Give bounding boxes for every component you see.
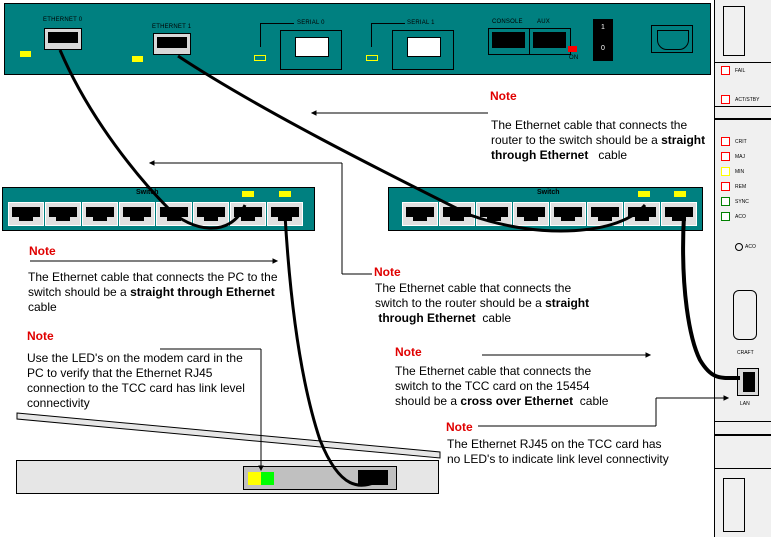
serial0-label: SERIAL 0 <box>297 20 325 26</box>
tcc-led-min <box>721 167 730 176</box>
switch-left-port-4[interactable] <box>119 202 155 226</box>
note-1-title: Note <box>490 89 517 103</box>
switch-left-port-1[interactable] <box>8 202 44 226</box>
switch-right: Switch <box>388 187 703 231</box>
arrow-note2 <box>272 258 279 264</box>
ethernet0-led <box>20 51 31 57</box>
tcc-led-aco <box>721 212 730 221</box>
switch-right-port-7[interactable] <box>624 202 660 226</box>
switch-left-port-7[interactable] <box>230 202 266 226</box>
ethernet0-port[interactable] <box>44 28 82 50</box>
note-5-title: Note <box>395 345 422 359</box>
cable-router-e0-to-switch-left <box>58 49 247 230</box>
tcc-led-aco-label: ACO <box>735 214 746 220</box>
note-6-body: The Ethernet RJ45 on the TCC card has no… <box>447 437 669 466</box>
note-2-body: The Ethernet cable that connects the PC … <box>28 270 278 314</box>
note-3-body: The Ethernet cable that connects the swi… <box>375 281 590 325</box>
tcc-led-fail <box>721 66 730 75</box>
arrow-note1-b <box>148 160 155 166</box>
console-port[interactable] <box>492 32 525 48</box>
switch-left-led-7 <box>242 191 254 197</box>
power-on-led <box>568 46 577 52</box>
switch-right-label: Switch <box>537 189 560 196</box>
note-4-body: Use the LED's on the modem card in the P… <box>27 351 245 410</box>
power-switch[interactable]: 1 0 <box>593 19 613 61</box>
arrow-note6 <box>723 395 730 401</box>
ethernet1-led <box>132 56 143 62</box>
switch-right-led-7 <box>638 191 650 197</box>
tcc-led-crit <box>721 137 730 146</box>
serial1-label: SERIAL 1 <box>407 20 435 26</box>
arrow-note1 <box>310 110 317 116</box>
ethernet1-port[interactable] <box>153 33 191 55</box>
on-label: ON <box>569 55 579 61</box>
modem-led-green <box>261 472 274 485</box>
console-label: CONSOLE <box>492 19 523 25</box>
pc-chassis <box>16 460 439 494</box>
tcc-ejector-bottom[interactable] <box>723 478 745 532</box>
tcc-led-crit-label: CRIT <box>735 139 747 145</box>
note-5-body: The Ethernet cable that connects the swi… <box>395 364 609 408</box>
pc-expansion-card-edge <box>16 412 441 459</box>
switch-right-port-4[interactable] <box>513 202 549 226</box>
note-2-title: Note <box>29 244 56 258</box>
switch-right-led-8 <box>674 191 686 197</box>
power-inlet <box>651 25 693 53</box>
note-1-body: The Ethernet cable that connects the rou… <box>491 118 706 162</box>
cable-switch-right-to-tcc <box>681 214 741 381</box>
tcc-led-rem <box>721 182 730 191</box>
tcc-ejector-top[interactable] <box>723 6 745 56</box>
note-6-title: Note <box>446 420 473 434</box>
craft-port[interactable] <box>733 290 757 340</box>
switch-left-port-3[interactable] <box>82 202 118 226</box>
note-3-title: Note <box>374 265 401 279</box>
modem-led-yellow <box>248 472 261 485</box>
tcc-led-maj-label: MAJ <box>735 154 745 160</box>
arrow-note5 <box>645 352 652 358</box>
tcc-led-act-stby <box>721 95 730 104</box>
aux-port[interactable] <box>533 32 566 48</box>
aux-label: AUX <box>537 19 550 25</box>
switch-right-port-1[interactable] <box>402 202 438 226</box>
tcc-led-maj <box>721 152 730 161</box>
ethernet1-label: ETHERNET 1 <box>152 24 192 30</box>
router-chassis: ETHERNET 0 ETHERNET 1 SERIAL 0 SERIAL 1 … <box>4 3 711 75</box>
switch-left-led-8 <box>279 191 291 197</box>
craft-label: CRAFT <box>737 350 754 356</box>
lan-port[interactable] <box>737 368 759 396</box>
aco-button-label: ACO <box>745 244 756 250</box>
cable-router-e1-to-switch-right <box>177 54 647 233</box>
cable-switch-left-to-pc <box>283 214 381 487</box>
note-4-title: Note <box>27 329 54 343</box>
serial0-led <box>254 55 266 61</box>
switch-right-port-2[interactable] <box>439 202 475 226</box>
switch-left-port-2[interactable] <box>45 202 81 226</box>
console-aux-ports <box>488 28 571 55</box>
switch-left-port-6[interactable] <box>193 202 229 226</box>
switch-left: Switch <box>2 187 315 231</box>
tcc-card: FAIL ACT/STBY CRIT MAJ MIN REM SYNC ACO … <box>714 0 771 537</box>
lan-label: LAN <box>740 401 750 407</box>
aco-button[interactable] <box>735 243 743 251</box>
tcc-led-fail-label: FAIL <box>735 68 746 74</box>
arrow-note4 <box>258 465 264 472</box>
ethernet0-label: ETHERNET 0 <box>43 17 83 23</box>
modem-card <box>243 466 397 490</box>
switch-right-port-8[interactable] <box>661 202 697 226</box>
switch-right-port-5[interactable] <box>550 202 586 226</box>
tcc-led-sync-label: SYNC <box>735 199 749 205</box>
tcc-led-sync <box>721 197 730 206</box>
tcc-led-min-label: MIN <box>735 169 745 175</box>
tcc-led-rem-label: REM <box>735 184 747 190</box>
serial0-port[interactable] <box>280 30 342 70</box>
serial1-port[interactable] <box>392 30 454 70</box>
serial1-led <box>366 55 378 61</box>
switch-left-label: Switch <box>136 189 159 196</box>
tcc-led-act-stby-label: ACT/STBY <box>735 97 760 103</box>
